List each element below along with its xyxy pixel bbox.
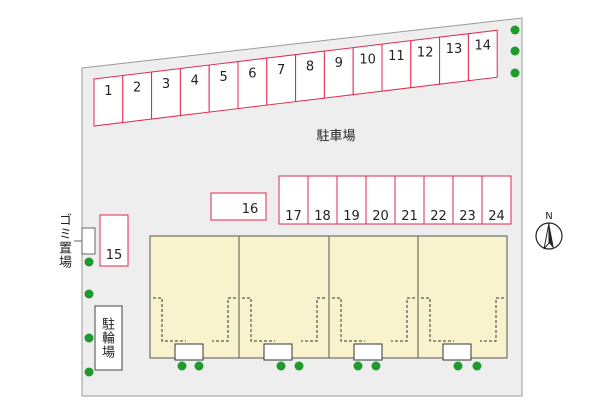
slot-number: 4 xyxy=(191,74,199,89)
trees xyxy=(84,25,520,377)
parking-slot-5: 5 xyxy=(208,61,239,113)
bicycle-parking-area xyxy=(94,305,123,371)
bicycle-parking-label: 駐輪場 xyxy=(99,317,114,359)
slot-number: 20 xyxy=(372,209,389,224)
tree-icon xyxy=(510,68,520,78)
parking-slot-22: 22 xyxy=(423,175,454,225)
tree-icon xyxy=(84,333,94,343)
slot-number: 22 xyxy=(430,209,447,224)
parking-slot-8: 8 xyxy=(295,50,325,103)
parking-slot-1: 1 xyxy=(93,74,124,127)
parking-slot-2: 2 xyxy=(122,71,153,124)
tree-icon xyxy=(510,46,520,56)
slot-number: 18 xyxy=(314,209,331,224)
parking-slot-11: 11 xyxy=(381,40,412,92)
tree-icon xyxy=(177,361,187,371)
north-label: N xyxy=(545,211,552,222)
slot-number: 1 xyxy=(104,84,112,99)
unit-1 xyxy=(153,297,236,361)
slot-number: 7 xyxy=(277,63,285,78)
parking-slot-18: 18 xyxy=(307,175,338,225)
parking-area-label: 駐車場 xyxy=(316,129,355,144)
slot-number: 16 xyxy=(242,202,259,217)
parking-slot-9: 9 xyxy=(323,47,354,99)
slot-number: 12 xyxy=(417,46,434,61)
parking-slot-7: 7 xyxy=(266,54,297,106)
parking-slot-13: 13 xyxy=(439,33,469,85)
tree-icon xyxy=(294,361,304,371)
slot-number: 3 xyxy=(162,77,170,92)
unit-4 xyxy=(421,297,504,361)
slot-number: 23 xyxy=(459,209,476,224)
parking-slot-24: 24 xyxy=(481,175,512,225)
slot-number: 21 xyxy=(401,209,418,224)
north-arrow-icon xyxy=(535,222,563,250)
parking-slot-15: 15 xyxy=(99,214,129,267)
tree-icon xyxy=(472,361,482,371)
tree-icon xyxy=(194,361,204,371)
slot-number: 5 xyxy=(219,70,227,85)
tree-icon xyxy=(371,361,381,371)
slot-number: 19 xyxy=(343,209,360,224)
parking-slot-12: 12 xyxy=(410,36,441,89)
tree-icon xyxy=(84,289,94,299)
unit-2 xyxy=(242,297,325,361)
parking-slot-14: 14 xyxy=(467,29,498,82)
unit-3 xyxy=(332,297,415,361)
parking-slot-6: 6 xyxy=(237,57,268,110)
slot-number: 13 xyxy=(446,42,463,57)
tree-icon xyxy=(353,361,363,371)
parking-slot-23: 23 xyxy=(452,175,483,225)
tree-icon xyxy=(276,361,286,371)
parking-slot-10: 10 xyxy=(352,43,383,96)
garbage-area-label: ゴミ置場 xyxy=(56,213,71,269)
tree-icon xyxy=(84,257,94,267)
slot-number: 8 xyxy=(306,60,314,75)
slot-number: 10 xyxy=(359,53,376,68)
parking-row-middle: 17 18 19 20 21 22 23 24 xyxy=(278,175,512,225)
slot-number: 9 xyxy=(335,56,343,71)
parking-slot-19: 19 xyxy=(336,175,367,225)
tree-icon xyxy=(510,25,520,35)
parking-slot-3: 3 xyxy=(151,67,181,120)
garbage-area xyxy=(81,227,96,255)
slot-number: 17 xyxy=(285,209,302,224)
parking-slot-4: 4 xyxy=(179,64,210,117)
slot-number: 15 xyxy=(106,248,123,263)
building-units xyxy=(153,297,504,361)
slot-number: 14 xyxy=(475,39,492,54)
slot-number: 6 xyxy=(248,67,256,82)
parking-slot-20: 20 xyxy=(365,175,396,225)
slot-number: 2 xyxy=(133,81,141,96)
slot-number: 11 xyxy=(388,49,405,64)
parking-slot-16: 16 xyxy=(210,192,267,221)
tree-icon xyxy=(84,367,94,377)
slot-number: 24 xyxy=(488,209,505,224)
tree-icon xyxy=(453,361,463,371)
building xyxy=(149,235,508,359)
parking-slot-17: 17 xyxy=(278,175,309,225)
parking-slot-21: 21 xyxy=(394,175,425,225)
